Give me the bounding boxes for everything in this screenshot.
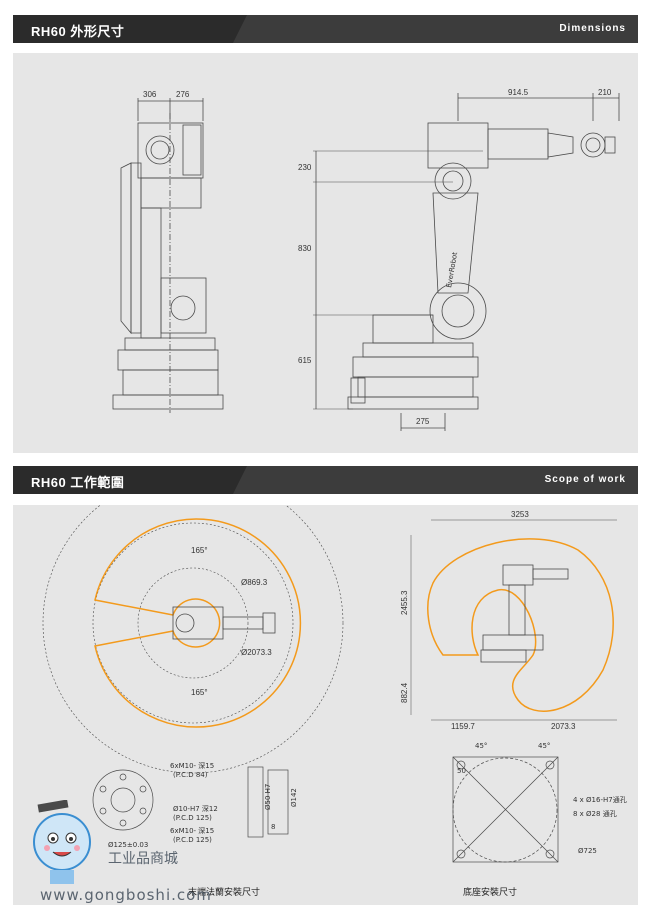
base-label: 45° (538, 742, 550, 750)
scope-drawing: 165° 165° Ø869.3 Ø2073.3 3253 2455.3 882… (42, 505, 627, 898)
dim-275: 275 (416, 417, 430, 426)
mascot-icon (33, 800, 91, 884)
front-view-robot (313, 93, 620, 431)
section-title: RH60 外形尺寸 (31, 24, 125, 39)
base-drawing (452, 756, 559, 863)
section-subtitle: Dimensions (559, 23, 626, 34)
dim-210: 210 (598, 88, 612, 97)
dim-1159-7: 1159.7 (451, 722, 475, 731)
header-tab (13, 466, 247, 494)
flange-label: (P.C.D 125) (173, 814, 212, 822)
flange-label: Ø10-H7 深12 (173, 804, 218, 813)
scope-top-circles (42, 505, 344, 774)
dim-615: 615 (298, 356, 312, 365)
dim-2455-3: 2455.3 (400, 590, 409, 615)
angle-top: 165° (191, 546, 208, 555)
flange-drawing (92, 766, 289, 838)
section-title: RH60 工作範圍 (31, 475, 125, 490)
dim-276: 276 (176, 90, 190, 99)
flange-label: 8 (271, 823, 275, 831)
flange-caption: 末端法蘭安裝尺寸 (188, 886, 260, 898)
base-label: Ø725 (578, 847, 597, 855)
dimensions-panel: 306 276 914.5 210 230 830 615 275 EverRo… (13, 53, 638, 453)
dim-2073-3: 2073.3 (551, 722, 576, 731)
dim-3253: 3253 (511, 510, 529, 519)
flange-label: 6xM10- 深15 (170, 761, 214, 770)
dim-830: 830 (298, 244, 312, 253)
scope-top-envelope (94, 518, 302, 728)
header-tab (13, 15, 247, 43)
dim-914-5: 914.5 (508, 88, 529, 97)
base-caption: 底座安裝尺寸 (463, 886, 517, 898)
section-header-scope: RH60 工作範圍 Scope of work (13, 466, 638, 494)
diameter-outer: Ø2073.3 (241, 648, 272, 657)
flange-label: (P.C.D 125) (173, 836, 212, 844)
diameter-inner: Ø869.3 (241, 578, 268, 587)
scope-side-dims (410, 519, 617, 721)
base-label: 50 (457, 767, 466, 775)
dimensions-drawing: 306 276 914.5 210 230 830 615 275 EverRo… (112, 88, 620, 431)
base-label: 4 x Ø16-H7通孔 (573, 795, 627, 804)
dim-230: 230 (298, 163, 312, 172)
section-subtitle: Scope of work (544, 474, 626, 485)
angle-bottom: 165° (191, 688, 208, 697)
side-view-robot (112, 98, 224, 413)
watermark-url: www.gongboshi.com (40, 886, 212, 904)
flange-label: Ø125±0.03 (108, 841, 148, 849)
flange-label: Ø142 (290, 788, 298, 807)
flange-label: Ø50 H7 (264, 784, 272, 810)
base-label: 8 x Ø28 通孔 (573, 809, 617, 818)
scope-side-envelope (427, 538, 614, 712)
flange-label: 6xM10- 深15 (170, 826, 214, 835)
scope-top-robot (172, 606, 276, 640)
base-label: 45° (475, 742, 487, 750)
dim-882-4: 882.4 (400, 682, 409, 703)
dim-306: 306 (143, 90, 157, 99)
flange-label: (P.C.D 84) (173, 771, 208, 779)
watermark-cn: 工业品商城 (108, 851, 178, 867)
scope-side-robot (480, 564, 569, 663)
scope-panel: 165° 165° Ø869.3 Ø2073.3 3253 2455.3 882… (13, 505, 638, 905)
section-header-dimensions: RH60 外形尺寸 Dimensions (13, 15, 638, 43)
